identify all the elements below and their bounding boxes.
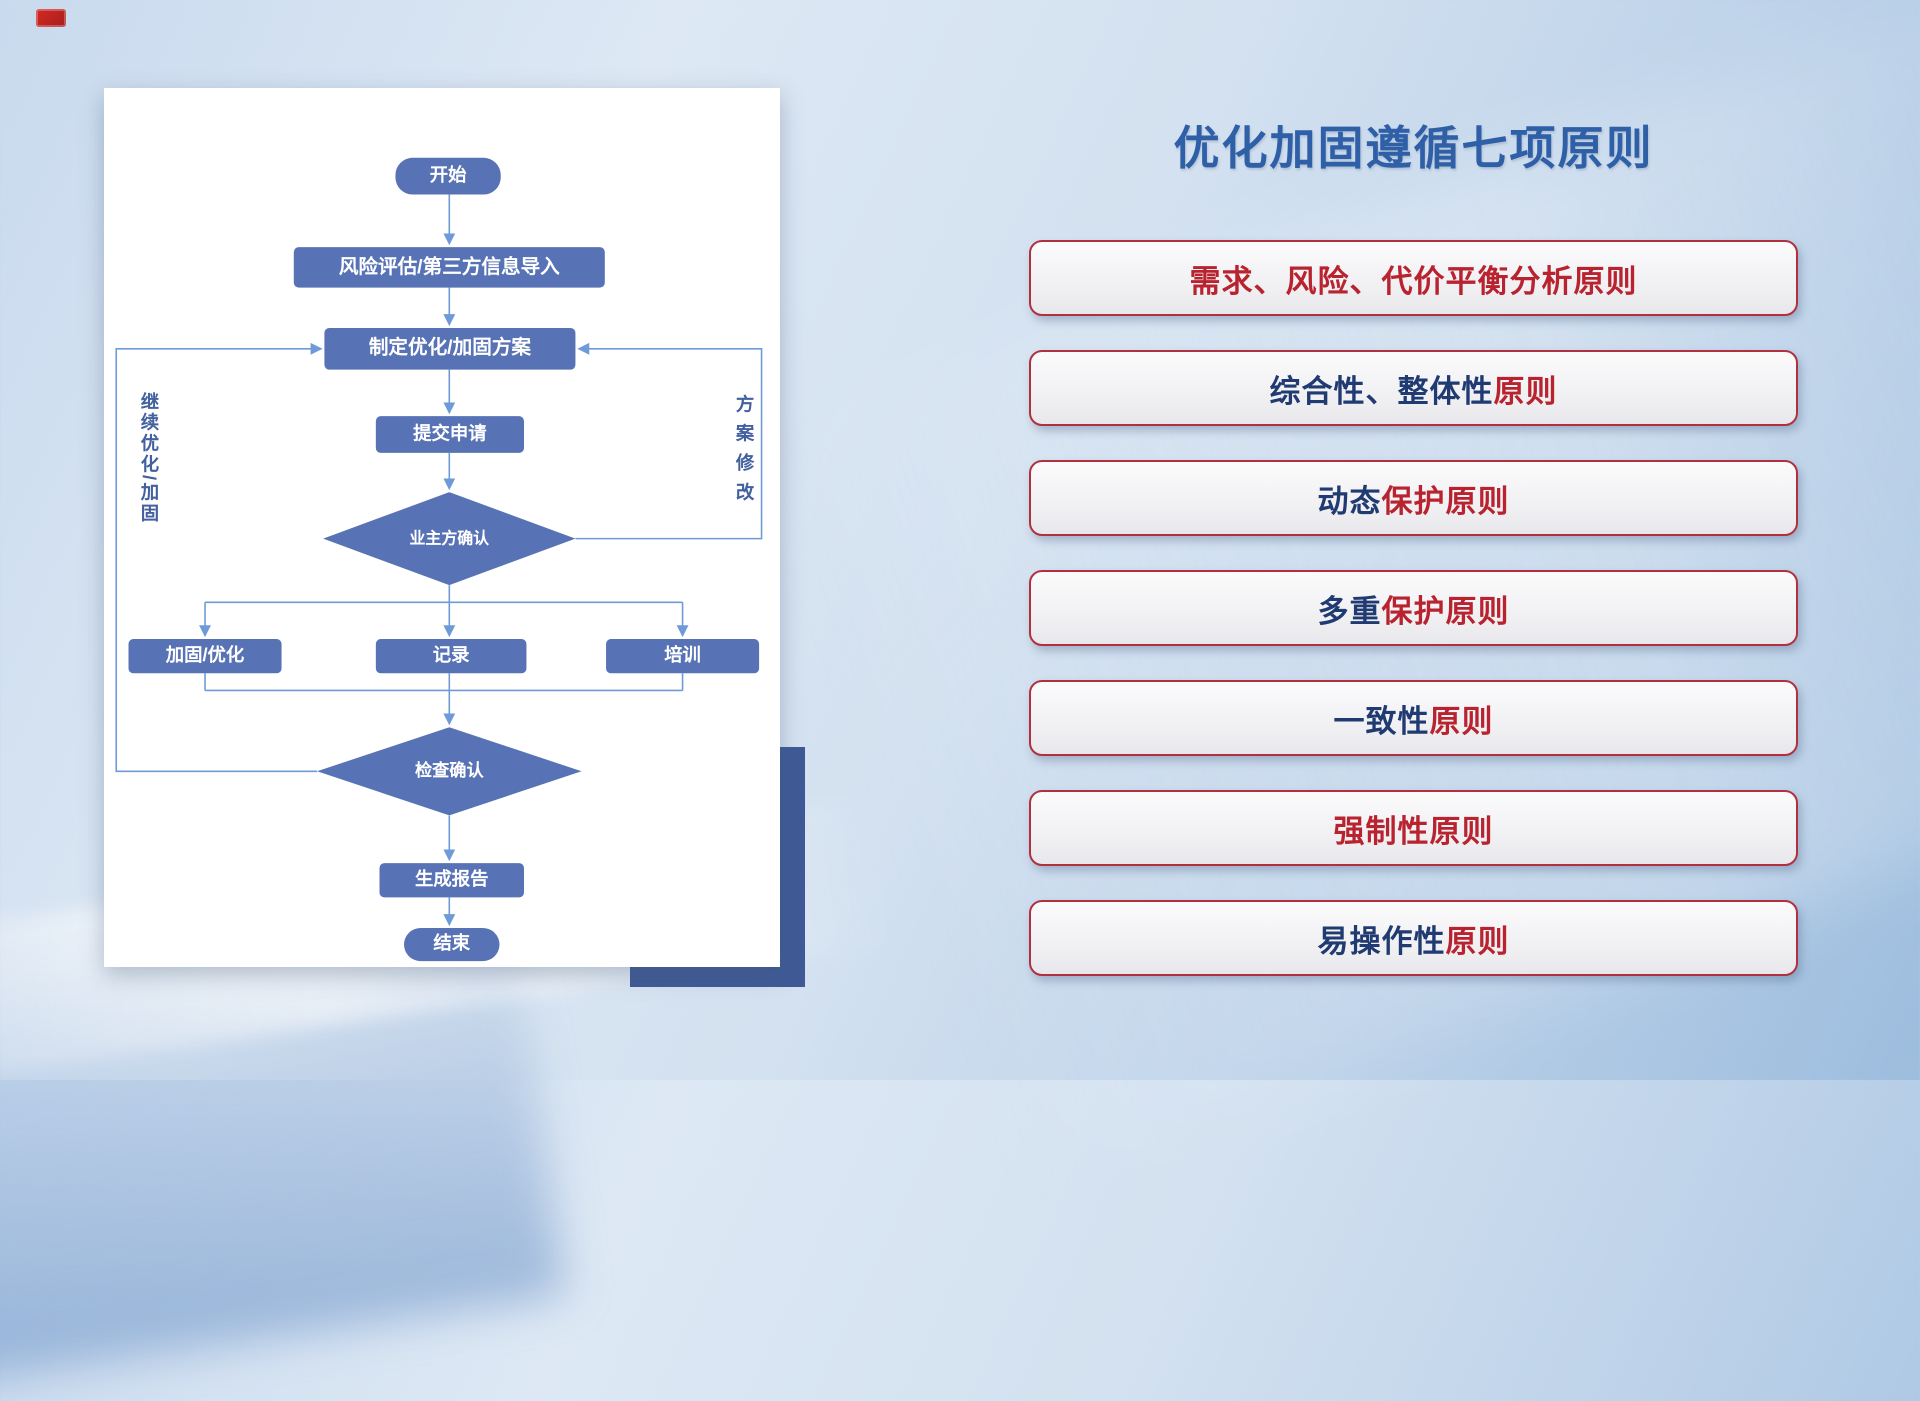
principle-label: 易操作性原则 [1318,916,1510,961]
principle-box: 需求、风险、代价平衡分析原则 [1029,240,1798,316]
principle-segment-red: 保护原则 [1381,593,1510,629]
principle-label: 多重保护原则 [1318,586,1510,631]
principle-segment-blue: 易操作性 [1317,923,1446,959]
flow-node-risk-import: 风险评估/第三方信息导入 [293,247,605,288]
loop-label-continue-optimize: 继续优化/加固 [138,391,160,525]
principle-segment-red: 原则 [1445,923,1510,959]
flow-node-submit: 提交申请 [375,416,525,453]
logo-mark [36,9,66,27]
principle-label: 综合性、整体性原则 [1270,366,1558,411]
principle-segment-blue: 一致性 [1333,703,1430,739]
principle-box: 一致性原则 [1029,680,1798,756]
principle-label: 强制性原则 [1334,806,1494,851]
principle-label: 需求、风险、代价平衡分析原则 [1190,256,1638,301]
flow-node-owner-confirm: 业主方确认 [323,492,576,586]
flow-node-reinforce: 加固/优化 [128,639,282,674]
flowchart: 开始 风险评估/第三方信息导入 制定优化/加固方案 提交申请 业主方确认 加固/… [104,88,780,967]
flow-node-end: 结束 [404,928,500,962]
principle-box: 易操作性原则 [1029,900,1798,976]
principle-segment-blue: 动态 [1317,483,1382,519]
flow-node-check-confirm: 检查确认 [317,727,582,816]
flow-node-record: 记录 [375,639,527,674]
principle-label: 一致性原则 [1334,696,1494,741]
principle-segment-red: 强制性原则 [1333,813,1494,849]
flowchart-card: 开始 风险评估/第三方信息导入 制定优化/加固方案 提交申请 业主方确认 加固/… [104,88,780,967]
principle-box: 动态保护原则 [1029,460,1798,536]
flow-node-make-plan: 制定优化/加固方案 [324,328,576,370]
loop-label-plan-modify: 方案修改 [733,394,755,512]
flow-node-owner-confirm-label: 业主方确认 [409,528,490,547]
flow-node-training: 培训 [606,639,760,674]
flow-connectors [115,194,763,927]
principle-label: 动态保护原则 [1318,476,1510,521]
principles-list: 需求、风险、代价平衡分析原则 综合性、整体性原则 动态保护原则 多重保护原则 一… [1029,240,1798,976]
flow-node-start: 开始 [395,157,501,195]
principle-segment-red: 原则 [1493,373,1558,409]
principles-title: 优化加固遵循七项原则 [1173,122,1654,174]
principle-box: 综合性、整体性原则 [1029,350,1798,426]
principle-segment-red: 需求、风险、代价平衡分析原则 [1189,263,1638,299]
principle-segment-red: 原则 [1429,703,1494,739]
flow-node-check-confirm-label: 检查确认 [415,760,484,781]
principle-box: 多重保护原则 [1029,570,1798,646]
principle-segment-blue: 综合性、整体性 [1269,373,1494,409]
principle-box: 强制性原则 [1029,790,1798,866]
principle-segment-red: 保护原则 [1381,483,1510,519]
flow-node-report: 生成报告 [379,863,525,898]
principle-segment-blue: 多重 [1317,593,1382,629]
